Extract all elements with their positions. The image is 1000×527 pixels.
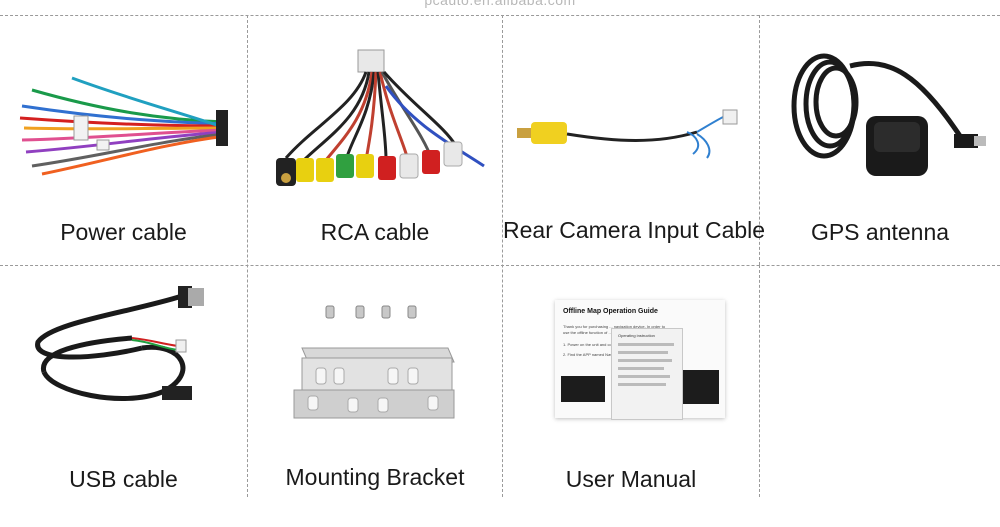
item-power-cable: Power cable [0, 16, 247, 265]
grid-line-v3-bottom [759, 265, 760, 497]
manual-insert: Operating instruction [611, 328, 683, 420]
item-label: Power cable [60, 219, 187, 245]
item-label: GPS antenna [810, 219, 950, 245]
item-usb-cable: USB cable [0, 266, 247, 497]
source-watermark: pcauto.en.alibaba.com [424, 0, 576, 8]
item-rear-camera-cable: Rear Camera Input Cable [503, 16, 766, 265]
manual-screenshot [561, 376, 605, 402]
item-label: Rear Camera Input Cable [503, 217, 766, 243]
item-label: User Manual [565, 466, 697, 492]
item-label: RCA cable [320, 219, 430, 245]
manual-title: Offline Map Operation Guide [563, 308, 658, 315]
manual-insert-title: Operating instruction [618, 333, 655, 338]
rca-cable-icon [276, 49, 485, 186]
grid-line-v2 [502, 15, 503, 497]
item-label: Mounting Bracket [285, 464, 465, 490]
gps-antenna-icon [791, 53, 986, 176]
power-cable-icon [19, 76, 228, 176]
manual-sheet: Offline Map Operation Guide Thank you fo… [555, 300, 725, 420]
manual-step: 2. Find the APP named Nav... [563, 352, 616, 357]
grid-line-middle [0, 265, 1000, 266]
rear-camera-cable-icon [517, 109, 738, 159]
manual-text-line: Thank you for purchasing ... navigation … [563, 324, 666, 329]
item-gps-antenna: GPS antenna [760, 16, 1000, 265]
item-mounting-bracket: Mounting Bracket [248, 266, 502, 497]
grid-line-v3-top [759, 15, 760, 265]
item-label: USB cable [69, 466, 178, 492]
mounting-bracket-icon [293, 305, 455, 419]
manual-screenshot [679, 370, 719, 404]
manual-step: 1. Power on the unit and con... [563, 342, 618, 347]
grid-line-v1 [247, 15, 248, 497]
item-user-manual: Offline Map Operation Guide Thank you fo… [503, 266, 759, 497]
item-rca-cable: RCA cable [248, 16, 502, 265]
grid-line-top [0, 15, 1000, 16]
manual-text-line: use the offline function of ... steps fo… [563, 330, 642, 335]
usb-cable-icon [35, 286, 204, 401]
